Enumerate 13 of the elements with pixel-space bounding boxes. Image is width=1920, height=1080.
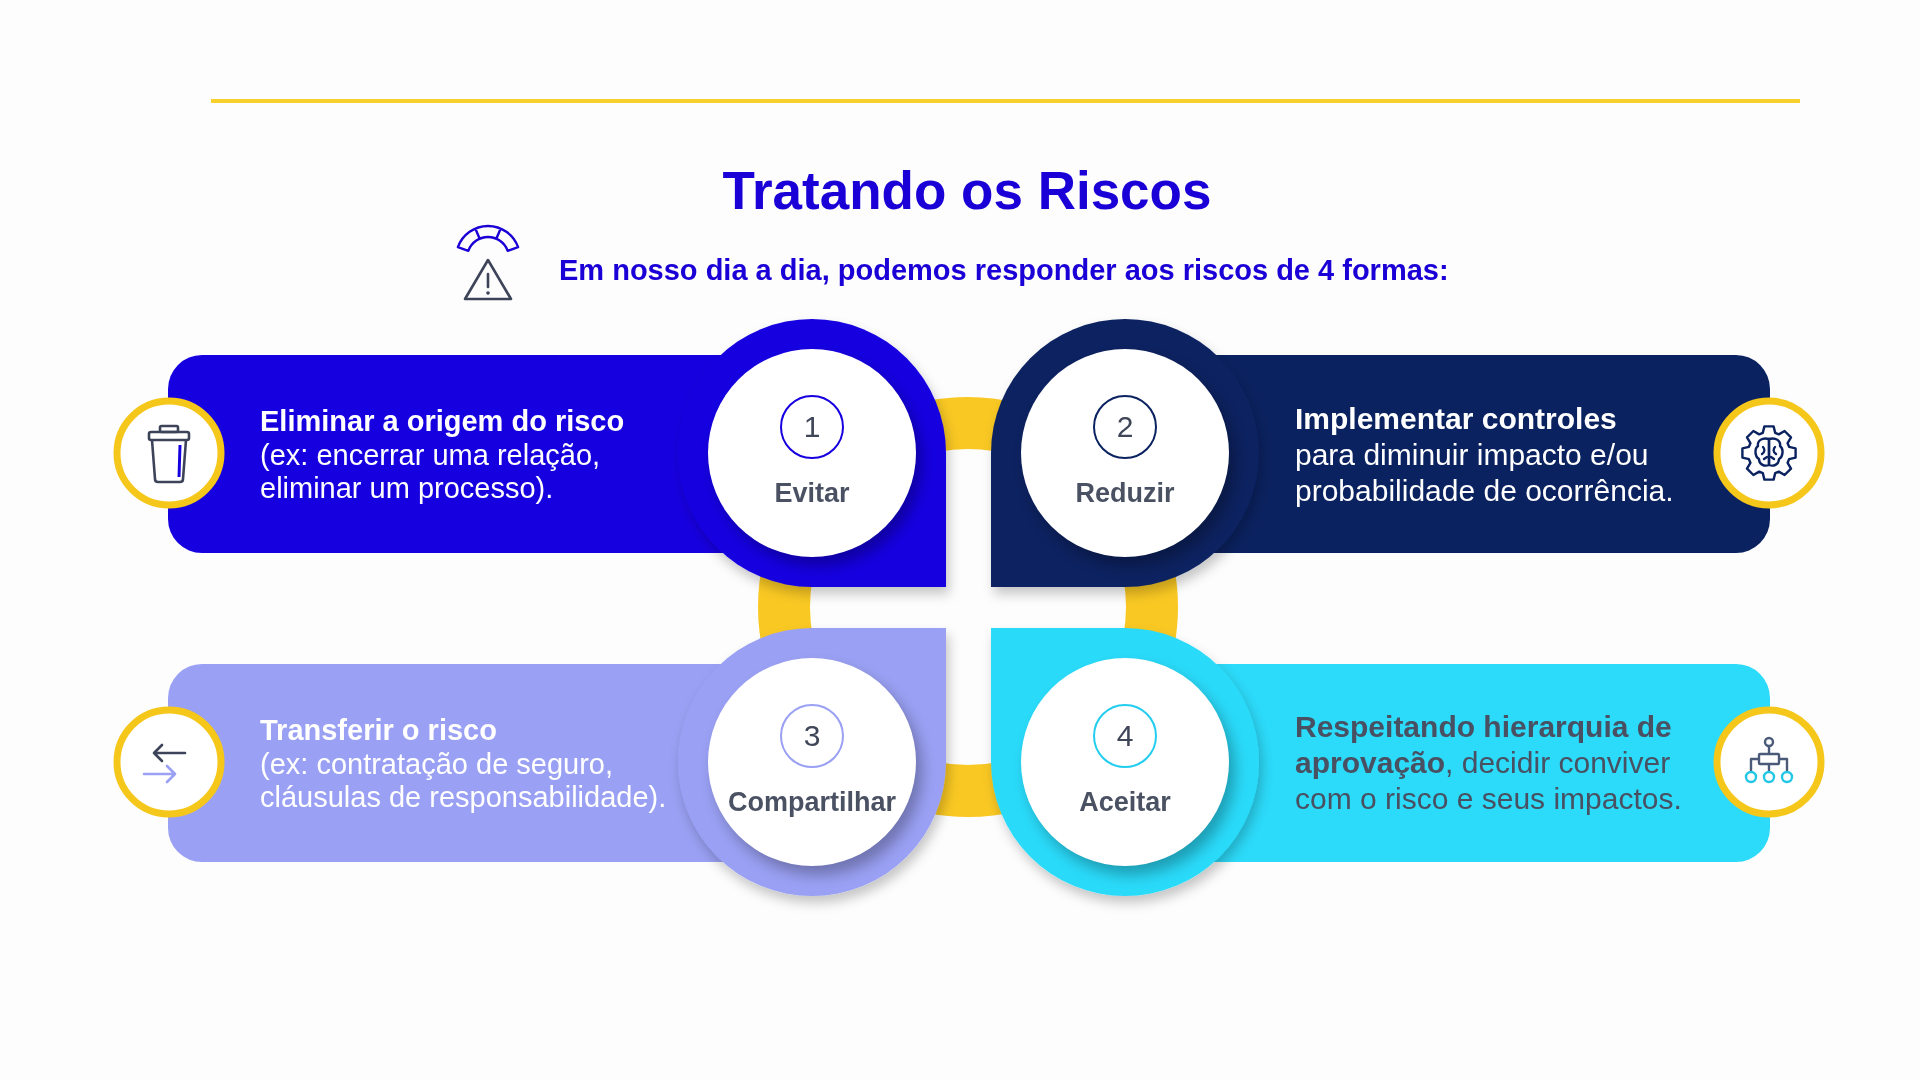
step-label: Compartilhar: [728, 786, 896, 818]
band-description: para diminuir impacto e/ou probabilidade de ocorrência.: [1295, 436, 1675, 509]
band-heading: Implementar controles: [1295, 400, 1617, 437]
band-description: (ex: encerrar uma relação, eliminar um processo).: [260, 438, 602, 505]
band-heading: Eliminar a origem do risco: [260, 403, 625, 439]
band-heading: Transferir o risco: [260, 712, 497, 748]
title: Tratando os Riscos: [722, 160, 1212, 222]
step-label: Evitar: [774, 477, 850, 509]
subtitle: Em nosso dia a dia, podemos responder aos riscos de 4 formas:: [559, 253, 1449, 288]
band-description: Respeitando hierarquia de aprovação, decidir conviver com o risco e seus impactos.: [1295, 709, 1683, 817]
band-description: (ex: contratação de seguro, cláusulas de responsabilidade).: [260, 747, 668, 814]
step-label: Reduzir: [1075, 477, 1175, 509]
step-label: Aceitar: [1079, 786, 1171, 818]
